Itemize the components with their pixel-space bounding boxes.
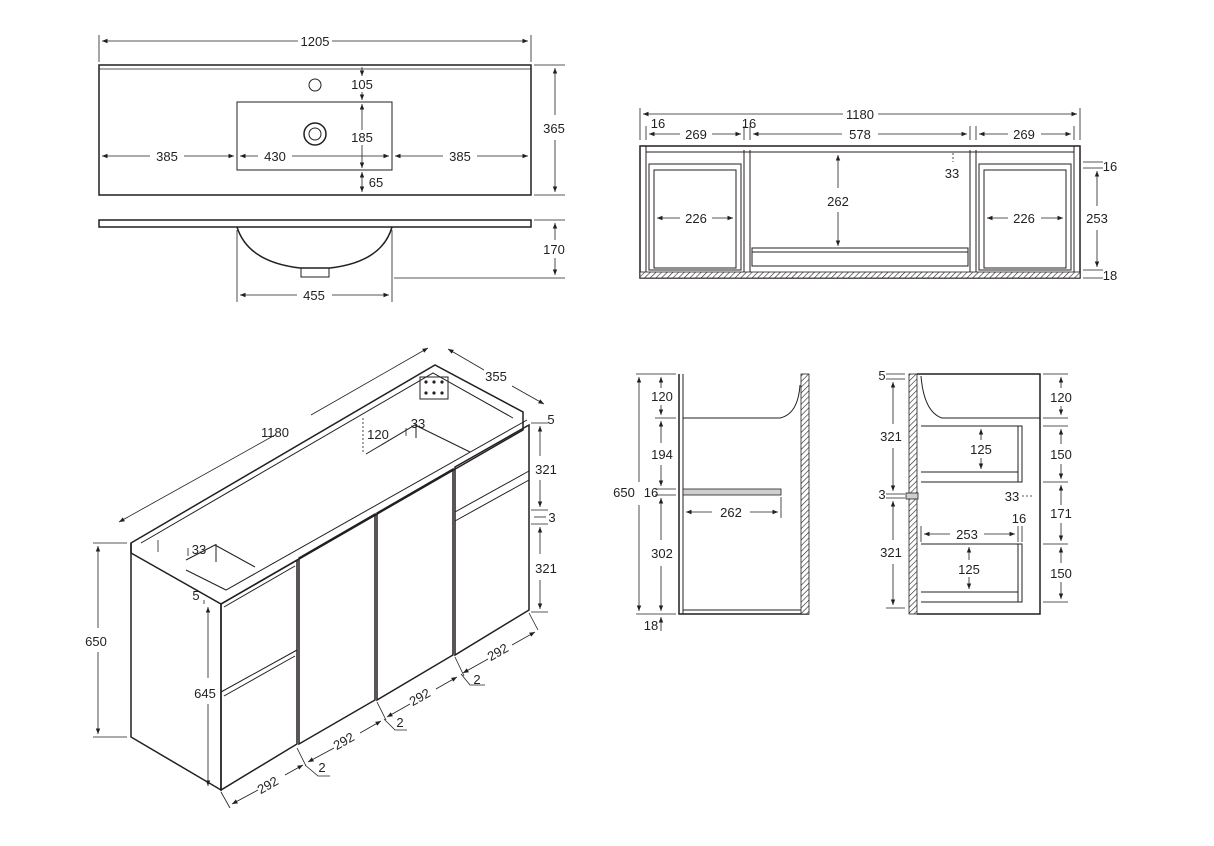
dim-door-lower: 302 (651, 546, 673, 561)
dim-drw-top-gap: 5 (878, 368, 885, 383)
base-panel (639, 271, 1081, 279)
centre-shelf (751, 247, 969, 267)
dim-iso-rail-depth-right: 33 (411, 416, 425, 431)
dim-door-top: 120 (651, 389, 673, 404)
dim-drw-depth: 253 (956, 527, 978, 542)
dim-right-drawer-height: 253 (1086, 211, 1108, 226)
dim-iso-lower-drawer: 321 (535, 561, 557, 576)
dim-bowl-height: 170 (543, 242, 565, 257)
dim-drw-rail: 33 (1005, 489, 1019, 504)
dim-iso-width-4: 292 (485, 640, 511, 664)
dim-left-offset: 385 (156, 149, 178, 164)
dim-tap-offset: 105 (351, 77, 373, 92)
tap-hole (308, 78, 322, 92)
left-drawer (648, 163, 742, 271)
dim-door-upper: 194 (651, 447, 673, 462)
dim-drw-lower-inner: 125 (958, 562, 980, 577)
dim-front-offset: 65 (369, 175, 383, 190)
shelf (682, 488, 782, 496)
dim-drw-back-panel: 16 (1012, 511, 1026, 526)
dim-right-top-panel: 16 (1103, 159, 1117, 174)
dim-bowl-overall: 455 (303, 288, 325, 303)
dim-iso-gap-3: 2 (473, 672, 480, 687)
basin-top-view: 1205 105 185 65 385 430 385 365 (98, 34, 565, 196)
dim-iso-gap-1: 2 (318, 760, 325, 775)
basin-slab (98, 219, 532, 228)
dim-left-panel: 16 (651, 116, 665, 131)
dim-iso-drawer-gap: 3 (548, 510, 555, 525)
dim-door-shelf: 16 (644, 485, 658, 500)
dim-iso-door-height: 645 (194, 686, 216, 701)
dim-drw-lower: 321 (880, 545, 902, 560)
dim-divider-panel: 16 (742, 116, 756, 131)
right-drawer (978, 163, 1072, 271)
waste-outer (303, 122, 327, 146)
basin-side-view: 170 455 (98, 219, 565, 303)
dim-drw-gap: 3 (878, 487, 885, 502)
dim-centre-height: 262 (827, 194, 849, 209)
dim-top-rail: 33 (945, 166, 959, 181)
dim-iso-door-gap: 5 (192, 588, 199, 603)
dim-iso-width-3: 292 (407, 685, 433, 709)
dim-bowl-depth: 185 (351, 130, 373, 145)
dim-iso-height: 650 (85, 634, 107, 649)
waste-outlet (300, 267, 330, 278)
drawer-side-section: 5 321 3 321 125 125 253 16 33 (878, 368, 1072, 615)
dim-cabinet-width: 1180 (846, 107, 874, 122)
dim-basin-depth: 365 (543, 121, 565, 136)
dim-left-bay: 269 (685, 127, 707, 142)
dim-drw-top-zone: 120 (1050, 390, 1072, 405)
dim-base-panel: 18 (1103, 268, 1117, 283)
dim-iso-rail-depth-left: 33 (192, 542, 206, 557)
dim-drw-middle: 171 (1050, 506, 1072, 521)
dim-iso-width-1: 292 (255, 773, 281, 797)
bowl-outline (236, 101, 393, 171)
door-panel (800, 373, 810, 615)
dim-right-drawer: 226 (1013, 211, 1035, 226)
dim-basin-width: 1205 (301, 34, 330, 49)
dim-left-drawer: 226 (685, 211, 707, 226)
dim-door-shelf-depth: 262 (720, 505, 742, 520)
dim-drw-upper-box: 150 (1050, 447, 1072, 462)
cabinet-front-section: 1180 16 269 16 578 269 33 262 226 226 (639, 107, 1117, 283)
bowl-profile (236, 226, 393, 269)
door-side-section: 650 120 194 16 302 18 262 (613, 373, 810, 633)
dim-right-offset: 385 (449, 149, 471, 164)
dim-centre-bay: 578 (849, 127, 871, 142)
wall-bracket (419, 376, 449, 400)
dim-iso-top-gap: 5 (547, 412, 554, 427)
cabinet-isometric: 1180 355 120 33 33 5 321 3 321 650 (85, 347, 557, 809)
basin-top-outline (98, 64, 532, 196)
dim-door-overall: 650 (613, 485, 635, 500)
dim-iso-rail-height: 120 (367, 427, 389, 442)
dim-iso-width: 1180 (261, 425, 289, 440)
waste-inner (308, 127, 322, 141)
dim-drw-lower-box: 150 (1050, 566, 1072, 581)
dim-drw-upper: 321 (880, 429, 902, 444)
dim-iso-depth: 355 (485, 369, 507, 384)
dim-iso-gap-2: 2 (396, 715, 403, 730)
dim-bowl-width: 430 (264, 149, 286, 164)
dim-iso-upper-drawer: 321 (535, 462, 557, 477)
dim-right-bay: 269 (1013, 127, 1035, 142)
dim-iso-width-2: 292 (331, 729, 357, 753)
dim-drw-upper-inner: 125 (970, 442, 992, 457)
dim-door-base: 18 (644, 618, 658, 633)
